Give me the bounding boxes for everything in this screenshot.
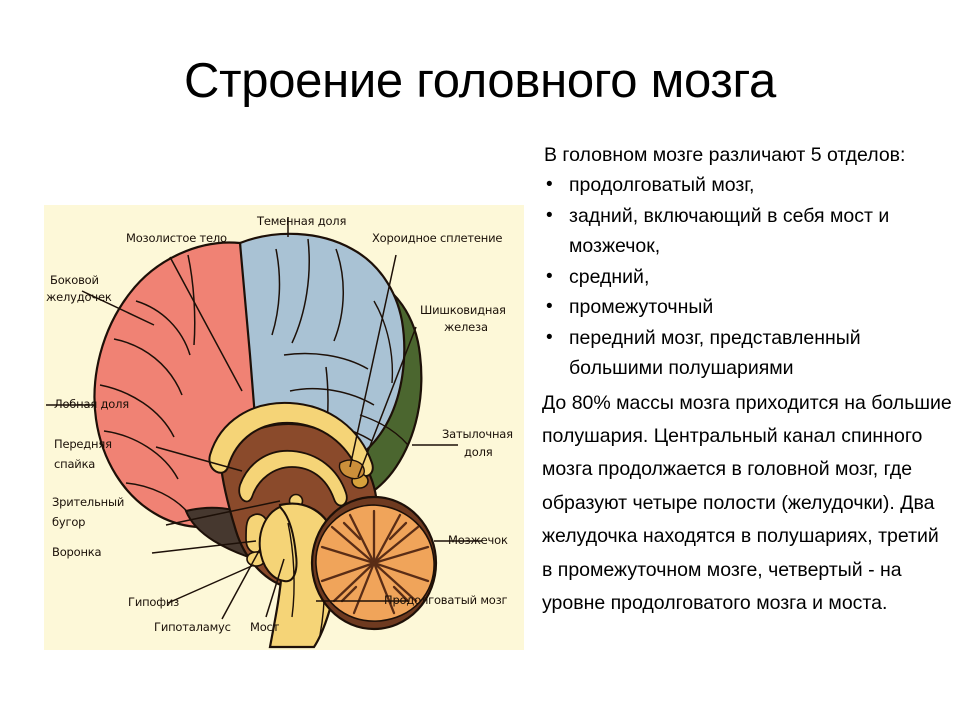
label-pineal-gland-line2: железа (444, 320, 488, 334)
description-panel: В головном мозге различают 5 отделов: • … (538, 140, 954, 620)
list-item-label: продолговатый мозг, (569, 174, 755, 196)
leader-pituitary (167, 564, 255, 604)
label-cerebellum: Мозжечок (448, 533, 508, 547)
label-anterior-commissure-line1: Передняя (54, 437, 112, 451)
list-item: • промежуточный (538, 292, 954, 323)
leader-lines (46, 217, 482, 620)
leader-infundibulum (151, 540, 257, 554)
label-pituitary: Гипофиз (128, 595, 180, 609)
leader-corpus-callosum (169, 256, 243, 392)
list-item: • продолговатый мозг, (538, 170, 954, 201)
brain-illustration (93, 232, 438, 649)
label-medulla: Продолговатый мозг (384, 593, 508, 607)
fornix-shape (238, 450, 348, 507)
bullet-icon: • (546, 265, 553, 287)
label-hypothalamus: Гипоталамус (154, 620, 231, 634)
label-pons: Мост (250, 620, 280, 634)
leader-pons (265, 558, 285, 618)
leader-choroid (349, 254, 397, 468)
brain-diagram-svg (46, 217, 482, 649)
label-corpus-callosum: Мозолистое тело (126, 231, 227, 245)
label-frontal-lobe: Лобная доля (54, 397, 129, 411)
leader-hypothalamus (221, 548, 261, 620)
label-optic-thalamus-line1: Зрительный (52, 495, 125, 509)
label-parietal-lobe: Теменная доля (257, 214, 347, 228)
brain-anatomy-figure: Мозолистое тело Теменная доля Хороидное … (44, 205, 524, 650)
label-choroid-plexus: Хороидное сплетение (372, 231, 503, 245)
label-pineal-gland-line1: Шишковидная (420, 303, 506, 317)
cerebellum-folia (320, 509, 430, 615)
label-occipital-lobe-line1: Затылочная (442, 427, 513, 441)
label-lateral-ventricle-line1: Боковой (50, 273, 99, 287)
body-paragraph: До 80% массы мозга приходится на большие… (542, 391, 952, 614)
bullet-icon: • (546, 174, 553, 195)
bullet-icon: • (546, 326, 553, 348)
label-lateral-ventricle-line2: желудочек (46, 290, 112, 304)
list-item-label: промежуточный (569, 296, 714, 318)
label-anterior-commissure-line2: спайка (54, 457, 96, 471)
list-item-label: задний, включающий в себя мост и мозжечо… (569, 204, 890, 258)
brain-divisions-list: • продолговатый мозг, • задний, включающ… (538, 170, 954, 384)
page-title: Строение головного мозга (184, 54, 776, 108)
pons-bulge (258, 505, 298, 583)
label-occipital-lobe-line2: доля (464, 445, 493, 459)
occipital-sulci (359, 300, 409, 446)
leader-lateral-ventricle (81, 290, 155, 326)
bullet-icon: • (546, 204, 553, 226)
label-optic-thalamus-line2: бугор (52, 515, 86, 529)
leader-anterior-commissure (155, 446, 243, 472)
intro-sentence: В головном мозге различают 5 отделов: (544, 144, 906, 166)
list-item: • передний мозг, представленный большими… (538, 323, 954, 384)
leader-optic-thalamus (165, 500, 281, 526)
list-item: • средний, (538, 262, 954, 293)
choroid-plexus-shape (338, 459, 365, 480)
label-infundibulum: Воронка (52, 545, 102, 559)
list-item-label: средний, (569, 265, 650, 288)
list-item: • задний, включающий в себя мост и мозже… (538, 201, 954, 262)
list-item-label: передний мозг, представленный большими п… (569, 326, 861, 380)
bullet-icon: • (546, 296, 553, 317)
leader-pineal (357, 326, 417, 478)
